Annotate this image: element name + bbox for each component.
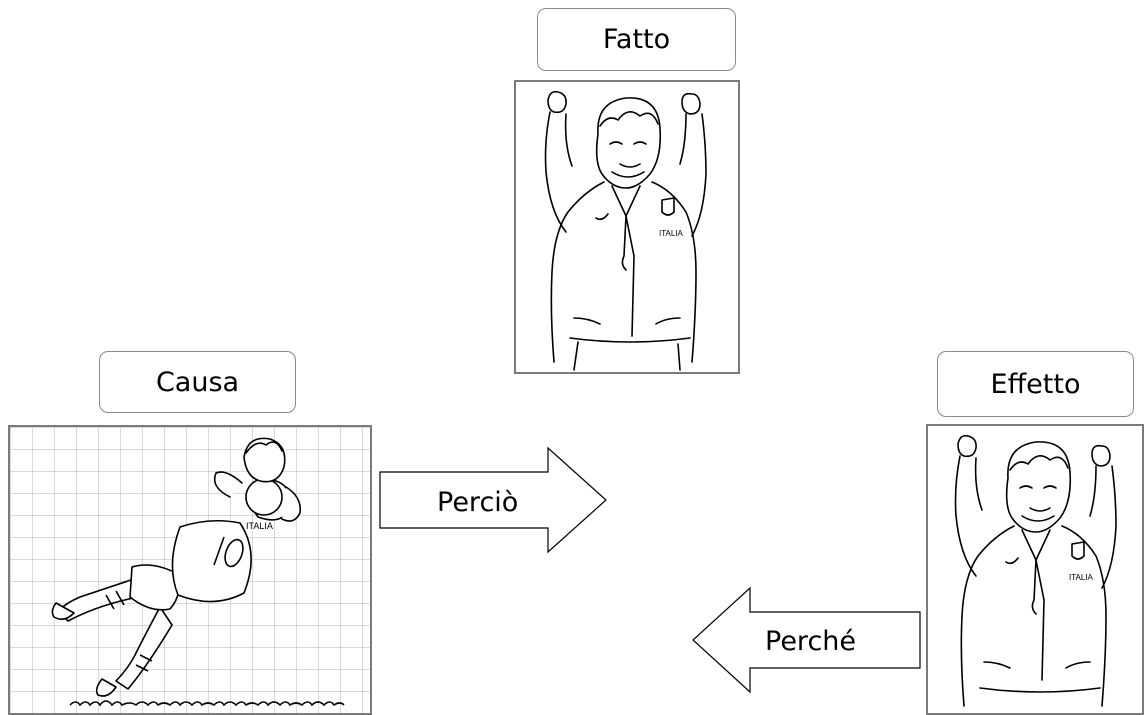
effect-label-text: Effetto <box>990 368 1081 400</box>
therefore-arrow <box>379 446 607 554</box>
fact-label: Fatto <box>537 8 736 71</box>
cause-label: Causa <box>99 351 296 413</box>
because-arrow <box>692 586 921 694</box>
fact-illustration: ITALIA <box>514 80 740 374</box>
coach-drawing: ITALIA <box>544 90 707 371</box>
effect-jacket-text: ITALIA <box>1069 573 1094 582</box>
therefore-arrow-label: Perciò <box>437 487 519 518</box>
cause-jersey-text: ITALIA <box>246 521 273 531</box>
effect-label: Effetto <box>937 351 1134 417</box>
fact-jacket-text: ITALIA <box>659 229 684 238</box>
because-arrow-label: Perché <box>765 626 857 657</box>
goalkeeper-drawing: ITALIA <box>10 427 370 713</box>
cause-illustration: ITALIA <box>8 425 372 715</box>
coach-drawing-effect: ITALIA <box>954 434 1117 707</box>
fact-label-text: Fatto <box>602 24 671 55</box>
cause-label-text: Causa <box>155 366 240 398</box>
effect-illustration: ITALIA <box>926 424 1144 715</box>
